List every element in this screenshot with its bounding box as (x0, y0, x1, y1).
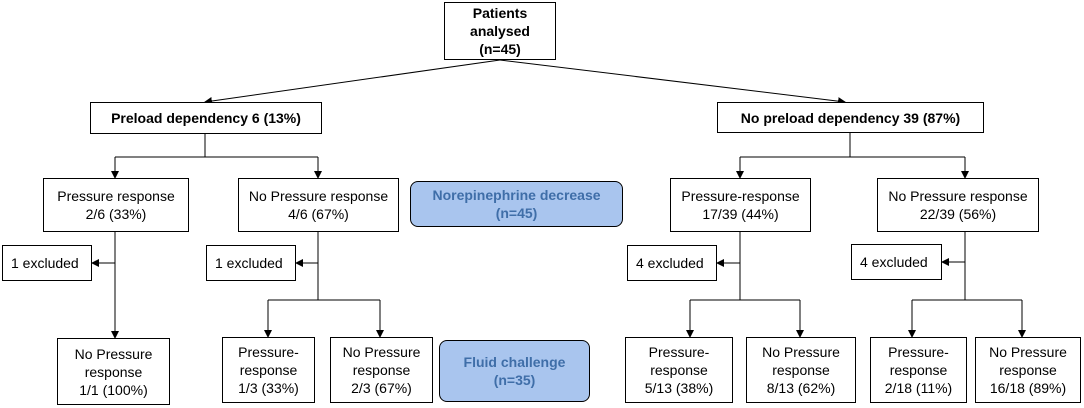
outcome-line: response (889, 362, 948, 378)
node-label: No Pressure response (888, 188, 1028, 204)
left-outcome-pressure-response: Pressure- response 1/3 (33%) (222, 337, 315, 403)
outcome-count: 5/13 (38%) (644, 380, 714, 396)
outcome-count: 1/3 (33%) (238, 380, 299, 396)
outcome-count: 2/3 (67%) (351, 380, 412, 396)
right-no-pressure-response-node: No Pressure response 22/39 (56%) (877, 178, 1039, 232)
left-pressure-response-node: Pressure response 2/6 (33%) (43, 178, 189, 232)
right-pressure-response-node: Pressure-response 17/39 (44%) (670, 178, 811, 232)
outcome-line: Pressure- (648, 344, 710, 360)
node-count: 4/6 (67%) (288, 206, 349, 222)
excluded-box-2: 1 excluded (206, 245, 296, 281)
outcome-line: Pressure- (888, 344, 949, 360)
outcome-line: No Pressure (762, 344, 840, 360)
node-label: No Pressure response (248, 188, 389, 204)
stage-title: Norepinephrine decrease (432, 187, 601, 203)
right-no-pressure-outcome-b: No Pressure response 16/18 (89%) (975, 337, 1081, 403)
excluded-label: 4 excluded (636, 255, 704, 271)
outcome-line: response (772, 362, 830, 378)
root-label: Patients analysed (470, 5, 530, 39)
node-count: 2/6 (33%) (85, 206, 147, 222)
outcome-line: No Pressure (342, 344, 421, 360)
outcome-line: response (650, 362, 708, 378)
arrow-root-to-preload (204, 59, 501, 105)
stage-title: Fluid challenge (463, 354, 566, 370)
excluded-box-1: 1 excluded (2, 245, 92, 281)
stage-count: (n=45) (495, 205, 538, 221)
node-count: 22/39 (56%) (919, 206, 997, 222)
arrow-root-to-no-preload (499, 59, 846, 106)
outcome-line: Pressure- (238, 344, 299, 360)
fluid-challenge-stage-label: Fluid challenge (n=35) (439, 340, 590, 402)
no-preload-dependency-label: No preload dependency 39 (87%) (740, 109, 961, 126)
stage-count: (n=35) (493, 372, 536, 388)
excluded-label: 1 excluded (215, 255, 283, 271)
right-pressure-outcome-a: Pressure- response 5/13 (38%) (625, 337, 733, 403)
outcome-line: No Pressure (989, 344, 1067, 360)
node-label: Pressure response (57, 188, 175, 204)
no-preload-dependency-node: No preload dependency 39 (87%) (717, 102, 984, 133)
outcome-count: 8/13 (62%) (766, 380, 836, 396)
excluded-box-3: 4 excluded (627, 245, 717, 281)
outcome-count: 2/18 (11%) (884, 380, 953, 396)
left-pressure-outcome-node: No Pressure response 1/1 (100%) (57, 338, 170, 405)
outcome-line: response (239, 362, 298, 378)
left-outcome-no-pressure-response: No Pressure response 2/3 (67%) (330, 337, 433, 403)
outcome-line: response (84, 363, 143, 380)
root-node: Patients analysed (n=45) (444, 2, 556, 60)
node-count: 17/39 (44%) (702, 206, 779, 222)
outcome-count: 1/1 (100%) (79, 381, 148, 398)
outcome-line: response (999, 362, 1057, 378)
node-label: Pressure-response (681, 188, 800, 204)
left-no-pressure-response-node: No Pressure response 4/6 (67%) (238, 178, 399, 232)
outcome-line: response (352, 362, 411, 378)
excluded-label: 1 excluded (11, 255, 79, 271)
right-pressure-outcome-b: No Pressure response 8/13 (62%) (746, 337, 856, 403)
outcome-line: No Pressure (74, 345, 153, 362)
preload-dependency-label: Preload dependency 6 (13%) (111, 110, 301, 126)
root-count: (n=45) (479, 41, 521, 57)
excluded-box-4: 4 excluded (851, 244, 942, 280)
preload-dependency-node: Preload dependency 6 (13%) (90, 102, 322, 134)
right-no-pressure-outcome-a: Pressure- response 2/18 (11%) (870, 337, 967, 403)
excluded-label: 4 excluded (860, 254, 928, 270)
norepinephrine-stage-label: Norepinephrine decrease (n=45) (410, 181, 623, 227)
outcome-count: 16/18 (89%) (989, 380, 1067, 396)
